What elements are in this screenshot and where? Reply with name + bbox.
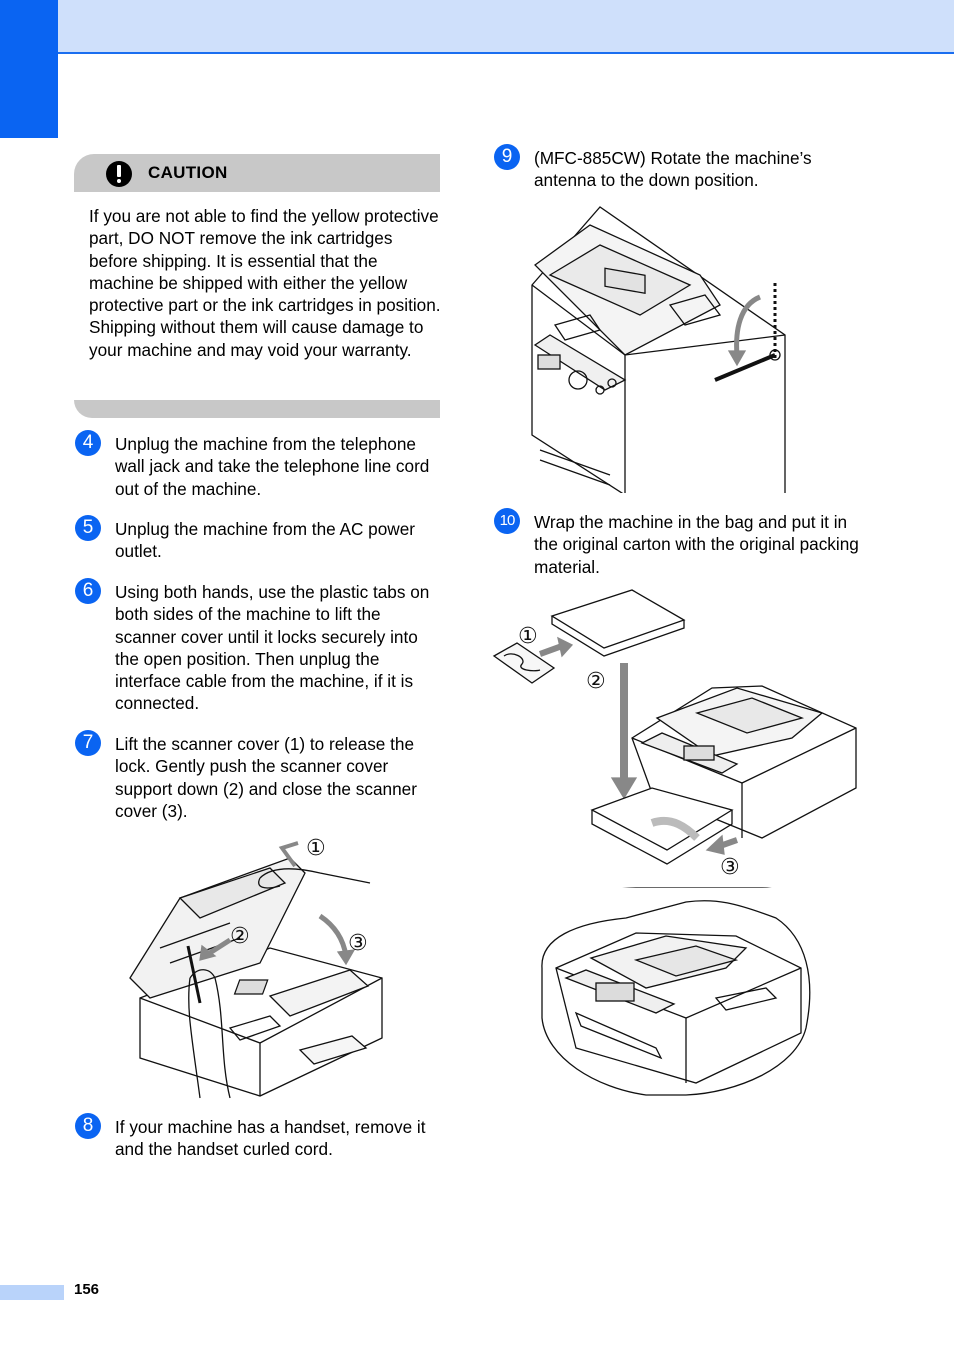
step-5-text: Unplug the machine from the AC power out… — [115, 519, 415, 562]
step-number-10: 10 — [494, 508, 520, 534]
step-number-6: 6 — [75, 578, 101, 604]
caution-title: CAUTION — [148, 163, 228, 182]
antenna-illustration — [530, 205, 792, 493]
step-10-text: Wrap the machine in the bag and put it i… — [534, 512, 859, 577]
step-number-4: 4 — [75, 430, 101, 456]
step-number-9: 9 — [494, 144, 520, 170]
step-number-5: 5 — [75, 515, 101, 541]
page-number: 156 — [74, 1281, 100, 1298]
step-8-text: If your machine has a handset, remove it… — [115, 1117, 426, 1160]
header-band — [58, 0, 954, 54]
step-7-text: Lift the scanner cover (1) to release th… — [115, 734, 417, 821]
scanner-callout-3: ③ — [348, 931, 368, 956]
scanner-callout-1: ① — [306, 836, 326, 861]
bagged-machine-illustration — [536, 898, 816, 1098]
scanner-callout-2: ② — [230, 924, 250, 949]
caution-header: CAUTION — [74, 154, 440, 192]
step-9-text: (MFC-885CW) Rotate the machine’s antenna… — [534, 148, 812, 191]
step-number-8: 8 — [75, 1113, 101, 1139]
scanner-cover-illustration: ① ② ③ — [120, 828, 390, 1100]
packing-callout-3: ③ — [720, 855, 740, 880]
step-number-7: 7 — [75, 730, 101, 756]
step-4-text: Unplug the machine from the telephone wa… — [115, 434, 430, 499]
page-number-tab — [0, 1285, 64, 1300]
chapter-tab — [0, 0, 58, 138]
caution-text: If you are not able to find the yellow p… — [89, 206, 441, 360]
caution-footer-bar — [74, 400, 440, 418]
packing-illustration: ① ② ③ — [492, 588, 862, 888]
packing-callout-2: ② — [586, 669, 606, 694]
exclamation-icon — [106, 161, 132, 187]
step-6-text: Using both hands, use the plastic tabs o… — [115, 582, 430, 714]
packing-callout-1: ① — [518, 624, 538, 649]
